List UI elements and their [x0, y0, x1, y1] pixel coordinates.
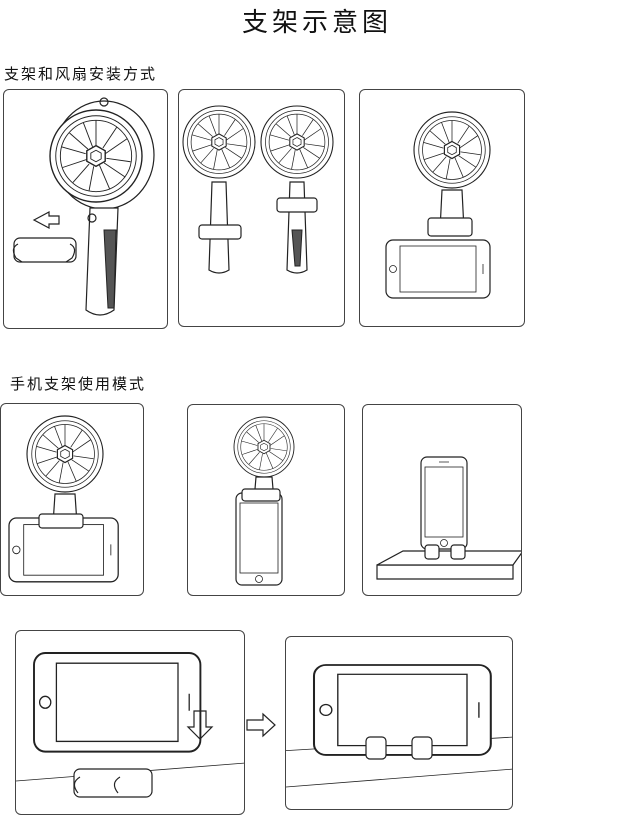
panel-fan-with-phone — [359, 89, 525, 327]
panel-phone-mode-horizontal — [0, 403, 144, 596]
panel-fan-clip-sequence — [178, 89, 345, 327]
panel-fan-install-arrow — [3, 89, 168, 329]
section-heading-phone-mode: 手机支架使用模式 — [10, 375, 147, 393]
panel-phone-clip-attach — [15, 630, 245, 815]
panel-phone-desk-stand — [362, 404, 522, 596]
panel-phone-on-clip — [285, 636, 513, 810]
arrow-right-icon — [246, 712, 276, 738]
panel-phone-mode-vertical — [187, 404, 345, 596]
section-heading-install: 支架和风扇安装方式 — [4, 65, 158, 83]
page-title: 支架示意图 — [241, 8, 392, 38]
